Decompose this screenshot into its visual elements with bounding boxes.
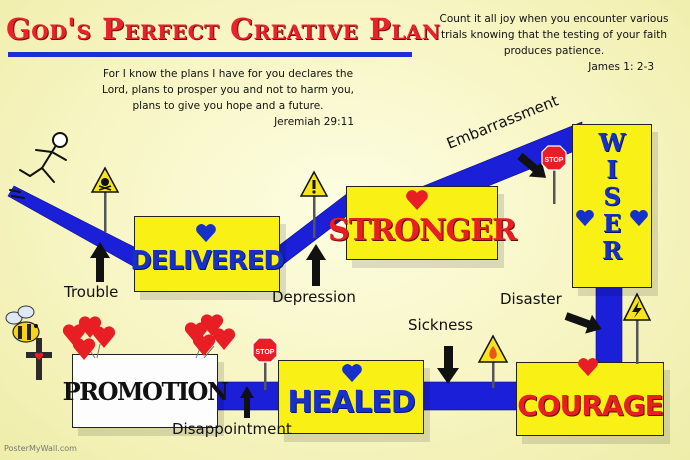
- verse-jeremiah: For I know the plans I have for you decl…: [94, 66, 362, 130]
- verse-jeremiah-text: For I know the plans I have for you decl…: [102, 68, 354, 112]
- arrow-diagonal-icon: [517, 152, 547, 178]
- wiser-letter: W: [598, 128, 626, 157]
- watermark: PosterMyWall.com: [4, 444, 77, 453]
- verse-jeremiah-reference: Jeremiah 29:11: [274, 116, 354, 128]
- label-disaster: Disaster: [500, 290, 562, 308]
- poster-title: God's Perfect Creative Plan: [6, 12, 441, 46]
- promotion-label: PROMOTION: [62, 376, 229, 406]
- heart-balloons-icon: [62, 316, 116, 360]
- courage-label: COURAGE: [517, 388, 663, 422]
- title-underline: [8, 52, 412, 57]
- lightning-sign-icon: [622, 292, 652, 364]
- delivered-box: DELIVERED: [130, 216, 285, 292]
- heart-icon: [196, 224, 216, 243]
- delivered-label: DELIVERED: [130, 246, 285, 276]
- arrow-diagonal-icon: [564, 312, 602, 334]
- wiser-letter: I: [606, 155, 618, 184]
- courage-box: COURAGE: [516, 358, 664, 436]
- heart-balloons-icon: [184, 314, 236, 359]
- label-depression: Depression: [272, 288, 356, 306]
- arrow-up-icon: [306, 244, 326, 286]
- bee-icon: [5, 305, 40, 343]
- wiser-box: W I S E R: [572, 124, 652, 288]
- stop-sign-icon: STOP: [252, 337, 278, 390]
- exclamation-sign-icon: [299, 170, 329, 238]
- verse-james-reference: James 1: 2-3: [588, 61, 654, 73]
- stronger-box: STRONGER: [328, 186, 517, 260]
- wiser-letter: E: [602, 209, 622, 238]
- arrow-down-icon: [437, 346, 459, 384]
- arrow-up-icon: [240, 386, 254, 418]
- cross-icon: [26, 338, 52, 380]
- heart-icon: [630, 209, 648, 227]
- arrow-up-icon: [90, 242, 110, 282]
- stop-sign-text: STOP: [545, 157, 564, 164]
- healed-box: HEALED: [278, 360, 424, 434]
- label-trouble: Trouble: [64, 283, 119, 301]
- fire-sign-icon: [477, 334, 509, 388]
- wiser-letter: R: [602, 236, 622, 265]
- wiser-letter: S: [603, 182, 621, 211]
- heart-icon: [576, 209, 594, 227]
- heart-icon: [342, 364, 362, 383]
- heart-icon: [578, 358, 598, 377]
- healed-label: HEALED: [287, 384, 415, 420]
- skull-sign-icon: [90, 166, 120, 232]
- stick-figure-icon: [9, 132, 68, 199]
- label-disappointment: Disappointment: [172, 420, 292, 438]
- verse-james-text: Count it all joy when you encounter vari…: [439, 13, 669, 57]
- stop-sign-icon: STOP: [541, 145, 567, 204]
- stop-sign-text: STOP: [256, 349, 275, 356]
- heart-icon: [406, 190, 428, 210]
- promotion-box: PROMOTION: [63, 354, 229, 428]
- verse-james: Count it all joy when you encounter vari…: [428, 11, 680, 75]
- stronger-label: STRONGER: [328, 212, 517, 248]
- label-sickness: Sickness: [408, 316, 473, 334]
